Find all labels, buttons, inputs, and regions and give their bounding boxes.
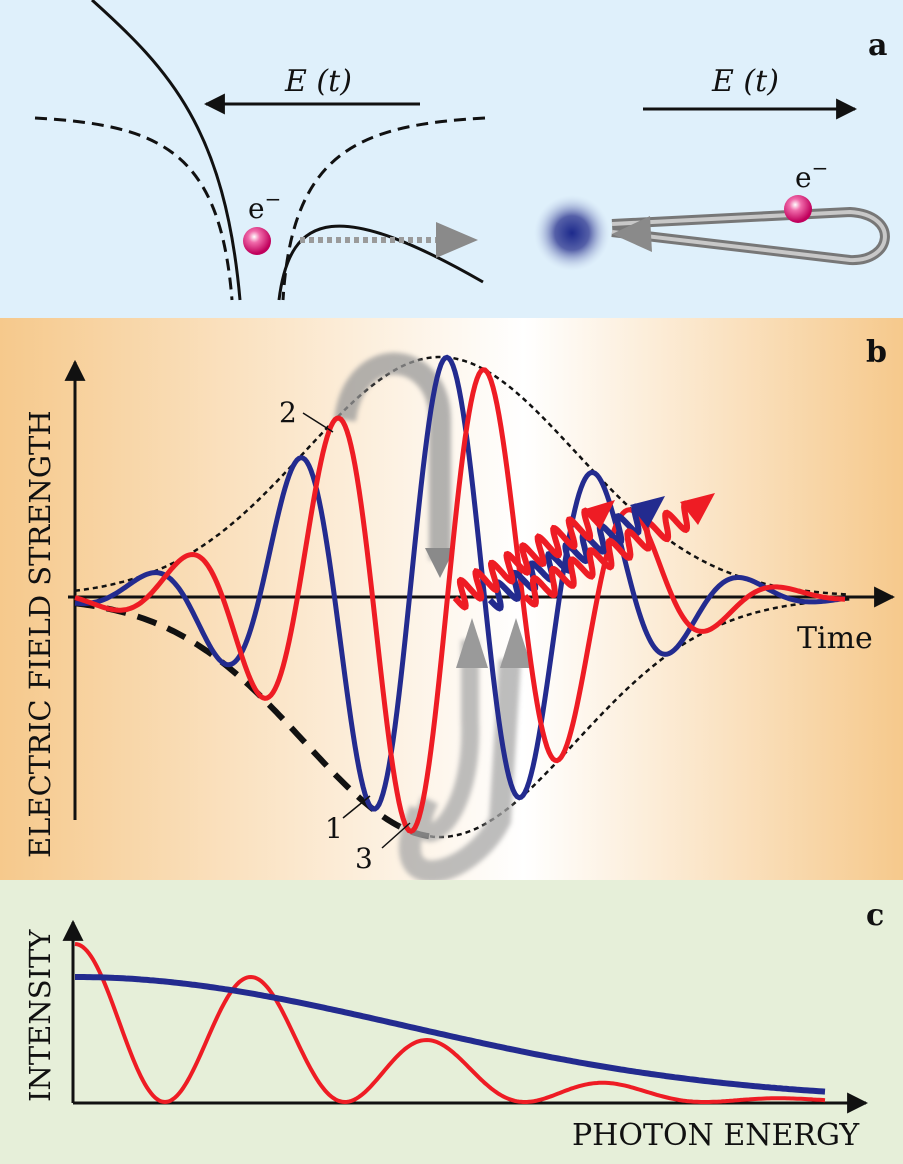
panel-b-label: b — [866, 335, 887, 370]
field-label-left: E (t) — [284, 64, 352, 99]
panel-a-label: a — [868, 28, 887, 63]
panel-b-background — [0, 318, 903, 880]
marker-line-1 — [342, 795, 371, 819]
swirl-arrow-up-1 — [456, 618, 488, 668]
panel-c-label: c — [866, 898, 884, 933]
electron-left — [243, 227, 271, 255]
emitted-wave-red-1 — [452, 507, 598, 611]
potential-curve-dashed-right — [281, 116, 486, 301]
panel-b: b ELECTRIC FIELD STRENGTH Time 2 1 — [0, 318, 903, 883]
electron-right — [784, 195, 812, 223]
spectrum-blue — [75, 974, 826, 1095]
electron-label-right: e− — [795, 156, 828, 194]
panel-a-background — [0, 0, 903, 318]
x-axis-label-c: PHOTON ENERGY — [572, 1118, 860, 1153]
emitted-wave-blue — [487, 503, 648, 612]
emitted-wave-red-2 — [522, 500, 698, 608]
marker-3: 3 — [355, 842, 373, 875]
panel-c: c INTENSITY PHOTON ENERGY — [0, 880, 903, 1164]
panel-a: a E (t) e− E (t) e− — [0, 0, 903, 318]
marker-1: 1 — [325, 812, 343, 845]
emitted-arrow-head-red-2 — [680, 493, 715, 525]
potential-curve-solid — [90, 0, 242, 301]
spectrum-red — [74, 942, 826, 1105]
marker-line-3 — [381, 822, 411, 849]
emitted-arrow-head-blue — [630, 496, 665, 528]
potential-curve-tilted — [277, 224, 484, 301]
red-field-wave — [74, 367, 846, 834]
field-label-right: E (t) — [711, 64, 779, 99]
trajectory-swirls — [334, 352, 521, 883]
emitted-arrow-head-red-1 — [582, 500, 615, 530]
x-axis-label-b: Time — [797, 621, 873, 656]
ion-core — [534, 195, 610, 271]
marker-2: 2 — [279, 396, 297, 429]
y-axis-label-c: INTENSITY — [23, 929, 57, 1102]
blue-field-wave — [74, 354, 846, 812]
panel-c-background — [0, 880, 903, 1164]
y-axis-label-b: ELECTRIC FIELD STRENGTH — [23, 410, 57, 858]
electron-label-left: e− — [248, 187, 281, 225]
marker-line-2 — [302, 412, 334, 433]
electron-trajectory-inner — [611, 209, 887, 263]
envelope-upper — [74, 355, 850, 596]
swirl-arrow-down — [425, 548, 455, 578]
tunnel-arrow-head — [436, 222, 478, 258]
return-arrow-head — [612, 216, 652, 252]
potential-curve-dashed-left — [34, 116, 234, 301]
swirl-arrow-up-2 — [500, 618, 532, 668]
